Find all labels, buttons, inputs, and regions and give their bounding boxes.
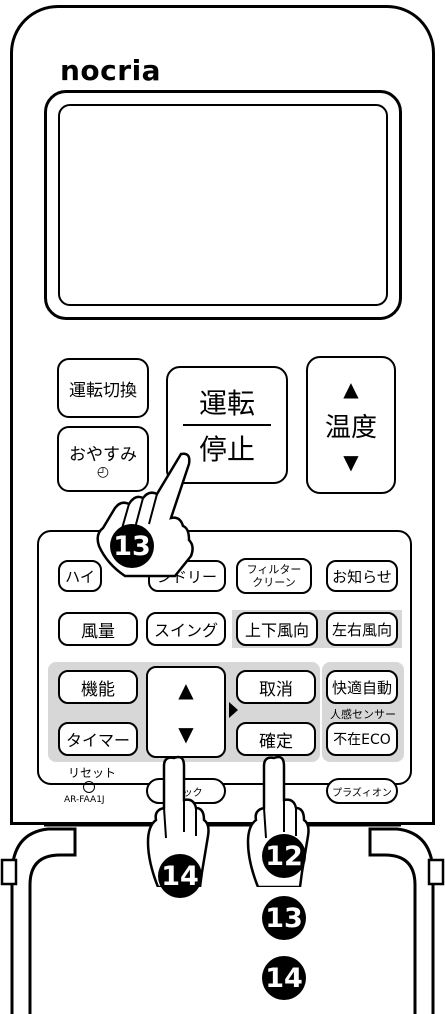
leftright-airflow-button[interactable]: 左右風向 xyxy=(326,612,398,646)
comfort-auto-label: 快適自動 xyxy=(331,678,392,697)
hinged-cover xyxy=(0,823,445,1014)
brand-logo: nocria xyxy=(60,54,162,87)
temp-label: 温度 xyxy=(324,412,377,443)
lcd-display xyxy=(58,104,388,306)
clean-label: クリーン xyxy=(252,576,296,589)
check-label: チ ック xyxy=(169,787,203,799)
reset-hole[interactable] xyxy=(83,781,95,793)
callout-run-step: 13 xyxy=(110,524,154,568)
swing-button[interactable]: スイング xyxy=(146,612,226,646)
absent-eco-button[interactable]: 不在ECO xyxy=(326,722,398,756)
confirm-label: 確定 xyxy=(259,731,293,752)
plasma-label: プラズィオン xyxy=(332,787,392,799)
callout-step-14: 14 xyxy=(262,956,306,1000)
function-button[interactable]: 機能 xyxy=(58,670,138,704)
model-number: AR-FAA1J xyxy=(64,795,105,805)
filter-label: フィルター xyxy=(246,563,302,576)
swing-label: スイング xyxy=(153,621,218,640)
reset-label: リセット xyxy=(68,766,117,780)
absent-eco-label: 不在ECO xyxy=(333,732,391,748)
notify-label: お知らせ xyxy=(332,567,392,586)
confirm-button[interactable]: 確定 xyxy=(236,722,316,756)
sleep-button[interactable]: おやすみ ◴ xyxy=(57,426,149,492)
notify-button[interactable]: お知らせ xyxy=(326,560,398,592)
temp-down-icon[interactable]: ▼ xyxy=(343,449,359,474)
nav-arrow-icon xyxy=(229,702,238,718)
fan-speed-button[interactable]: 風量 xyxy=(58,612,138,646)
run-divider xyxy=(183,424,271,426)
cancel-button[interactable]: 取消 xyxy=(236,670,316,704)
high-power-button[interactable]: ハイ xyxy=(58,560,102,592)
cancel-label: 取消 xyxy=(259,679,293,700)
sensor-label: 人感センサー xyxy=(330,708,396,721)
filter-clean-button[interactable]: フィルター クリーン xyxy=(236,558,312,594)
callout-step-13: 13 xyxy=(262,896,306,940)
callout-confirm-step: 12 xyxy=(262,834,306,878)
run-label: 運転 xyxy=(198,387,255,420)
updown-airflow-button[interactable]: 上下風向 xyxy=(236,612,318,646)
run-stop-button[interactable]: 運転 停止 xyxy=(166,366,288,484)
stop-label: 停止 xyxy=(198,433,255,466)
timer-button[interactable]: タイマー xyxy=(58,722,138,756)
comfort-auto-button[interactable]: 快適自動 xyxy=(326,670,398,704)
sleep-label: おやすみ xyxy=(69,444,137,465)
clock-icon: ◴ xyxy=(96,463,110,480)
plasma-button[interactable]: プラズィオン xyxy=(326,778,398,804)
updown-label: 上下風向 xyxy=(244,621,309,640)
high-power-label: ハイ xyxy=(65,567,95,586)
callout-nav-step: 14 xyxy=(158,854,202,898)
mode-switch-button[interactable]: 運転切換 xyxy=(57,358,149,418)
nav-down-icon[interactable]: ▼ xyxy=(178,722,194,746)
timer-label: タイマー xyxy=(65,731,130,750)
temperature-button[interactable]: ▲ 温度 ▼ xyxy=(306,356,396,494)
fan-label: 風量 xyxy=(81,621,115,642)
function-label: 機能 xyxy=(81,679,115,700)
lcd-frame xyxy=(44,90,402,320)
navigation-pad[interactable]: ▲ ▼ xyxy=(146,666,226,758)
nav-up-icon[interactable]: ▲ xyxy=(178,678,194,702)
leftright-label: 左右風向 xyxy=(331,620,392,639)
temp-up-icon[interactable]: ▲ xyxy=(343,376,359,401)
mode-switch-label: 運転切換 xyxy=(69,380,137,401)
